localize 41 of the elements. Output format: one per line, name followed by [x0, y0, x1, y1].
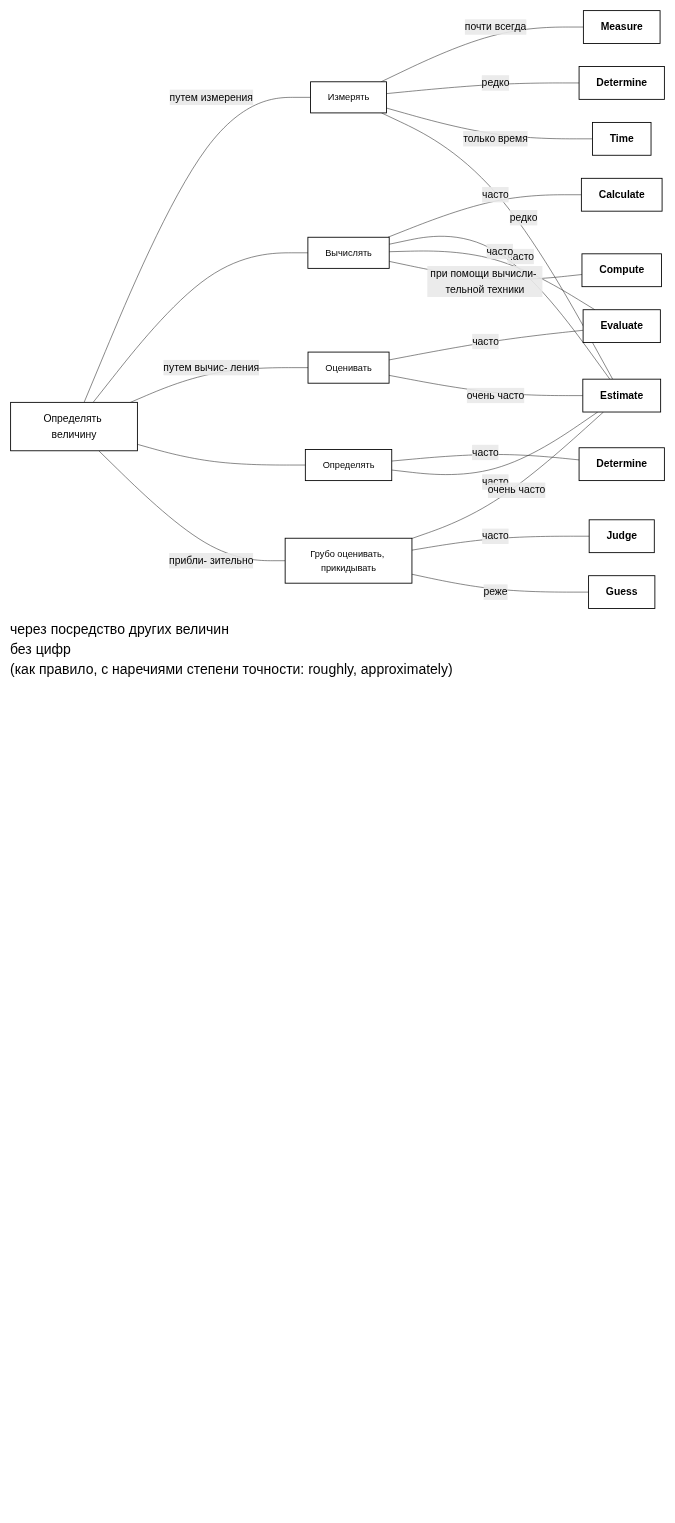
connector: [98, 450, 286, 561]
node-box: Измерять: [310, 81, 387, 114]
node-box: Time: [592, 122, 652, 156]
edge-label: путем вычис- ления: [163, 361, 260, 374]
node-box: Вычислять: [307, 236, 390, 269]
node-box: Guess: [588, 575, 656, 609]
note-text: через посредство других величин: [10, 621, 230, 638]
edge-label: часто: [482, 188, 509, 201]
edge-label: очень часто: [466, 389, 525, 402]
edge-label: часто: [472, 446, 499, 458]
edge-label: почти всегда: [464, 20, 527, 33]
node-box: Measure: [582, 10, 661, 44]
node-box: Определять величину: [10, 401, 138, 452]
node-box: Estimate: [582, 378, 662, 413]
edge-label: часто: [482, 475, 509, 488]
connector: [411, 411, 604, 539]
edge-label: часто: [482, 530, 509, 542]
edge-label: путем измерения: [169, 91, 253, 103]
node-box: Evaluate: [582, 309, 661, 343]
node-box: Calculate: [580, 177, 663, 212]
edge-label: редко: [509, 211, 538, 224]
edge-label: очень часто: [487, 484, 546, 496]
node-box: Оценивать: [307, 351, 390, 384]
connector: [387, 194, 582, 238]
node-box: Compute: [581, 253, 662, 288]
node-box: Judge: [588, 519, 655, 554]
node-box: Грубо оценивать, прикидывать: [284, 537, 413, 584]
note-text: без цифр: [10, 641, 72, 658]
connector: [381, 112, 613, 380]
edge-label: реже: [483, 586, 508, 598]
node-box: Determine: [578, 447, 665, 482]
node-box: Определять: [304, 449, 393, 482]
note-text: (как правило, с наречиями степени точности: roughly, approximately): [10, 661, 454, 678]
edge-label: при помощи вычисли- тельной техники: [430, 267, 537, 295]
connector: [388, 330, 584, 361]
edge-label: редко: [481, 76, 510, 89]
edge-label: только время: [463, 132, 528, 145]
edge-label: часто: [472, 335, 499, 348]
connector: [137, 444, 306, 466]
node-box: Determine: [578, 66, 665, 100]
edge-label: прибли- зительно: [169, 554, 254, 567]
